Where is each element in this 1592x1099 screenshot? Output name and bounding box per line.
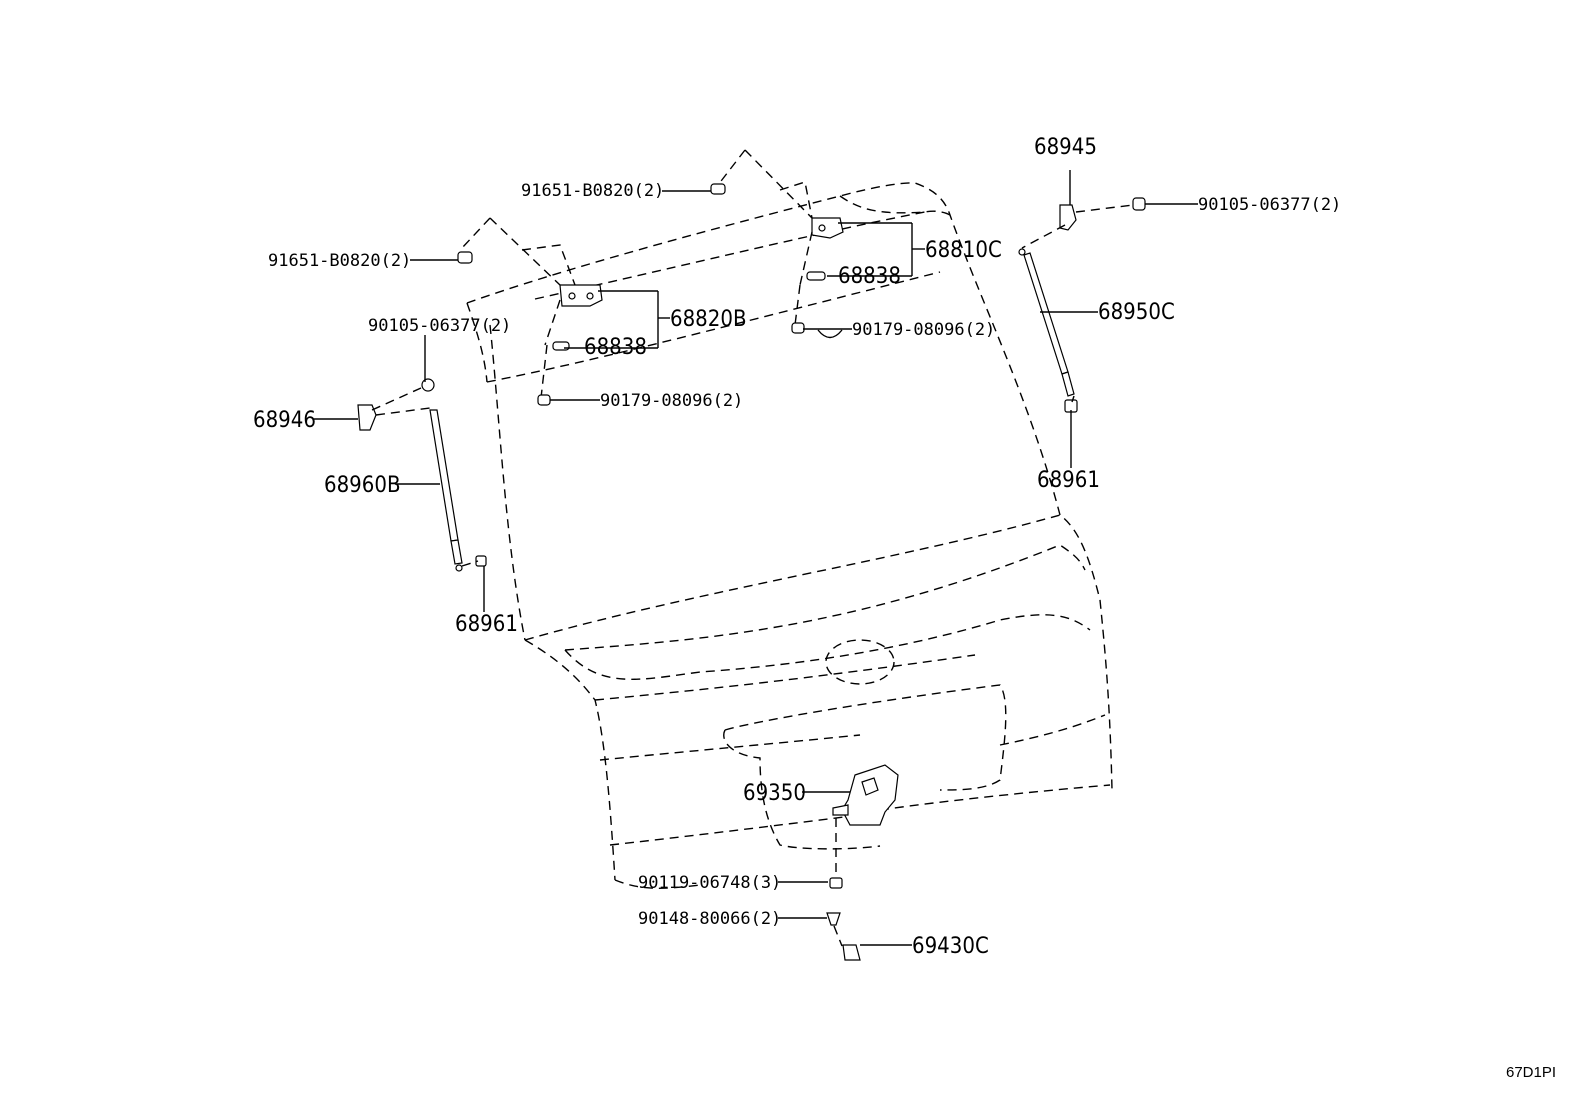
- callout-90179-right: 90179-08096(2): [852, 320, 995, 340]
- callout-90119: 90119-06748(3): [638, 873, 781, 893]
- back-door-lock-assembly: [826, 764, 899, 961]
- left-stay-assembly: [357, 378, 487, 572]
- diagram-code: 67D1PI: [1506, 1064, 1556, 1081]
- callout-91651-left: 91651-B0820(2): [268, 251, 411, 271]
- callout-68838-right: 68838: [838, 264, 901, 289]
- callout-68961-left: 68961: [455, 612, 518, 637]
- bolts-and-nuts: [457, 183, 843, 406]
- callout-90105-left: 90105-06377(2): [368, 316, 511, 336]
- callout-90179-left: 90179-08096(2): [600, 391, 743, 411]
- callout-68950C: 68950C: [1098, 300, 1175, 325]
- callout-90105-right: 90105-06377(2): [1198, 195, 1341, 215]
- leader-lines: [313, 170, 1198, 946]
- callout-68960B: 68960B: [324, 473, 401, 498]
- callout-68820B: 68820B: [670, 307, 747, 332]
- callout-68961-right: 68961: [1037, 468, 1100, 493]
- callout-91651-top: 91651-B0820(2): [521, 181, 664, 201]
- right-stay-assembly: [1018, 197, 1146, 413]
- callout-90148: 90148-80066(2): [638, 909, 781, 929]
- left-hinge: [461, 217, 603, 399]
- callout-68945: 68945: [1034, 135, 1097, 160]
- callout-68838-left: 68838: [584, 335, 647, 360]
- back-door-outline: [466, 182, 1113, 889]
- callout-68946: 68946: [253, 408, 316, 433]
- callout-69350: 69350: [743, 781, 806, 806]
- right-hinge: [717, 149, 844, 326]
- callout-69430C: 69430C: [912, 934, 989, 959]
- callout-68810C: 68810C: [925, 238, 1002, 263]
